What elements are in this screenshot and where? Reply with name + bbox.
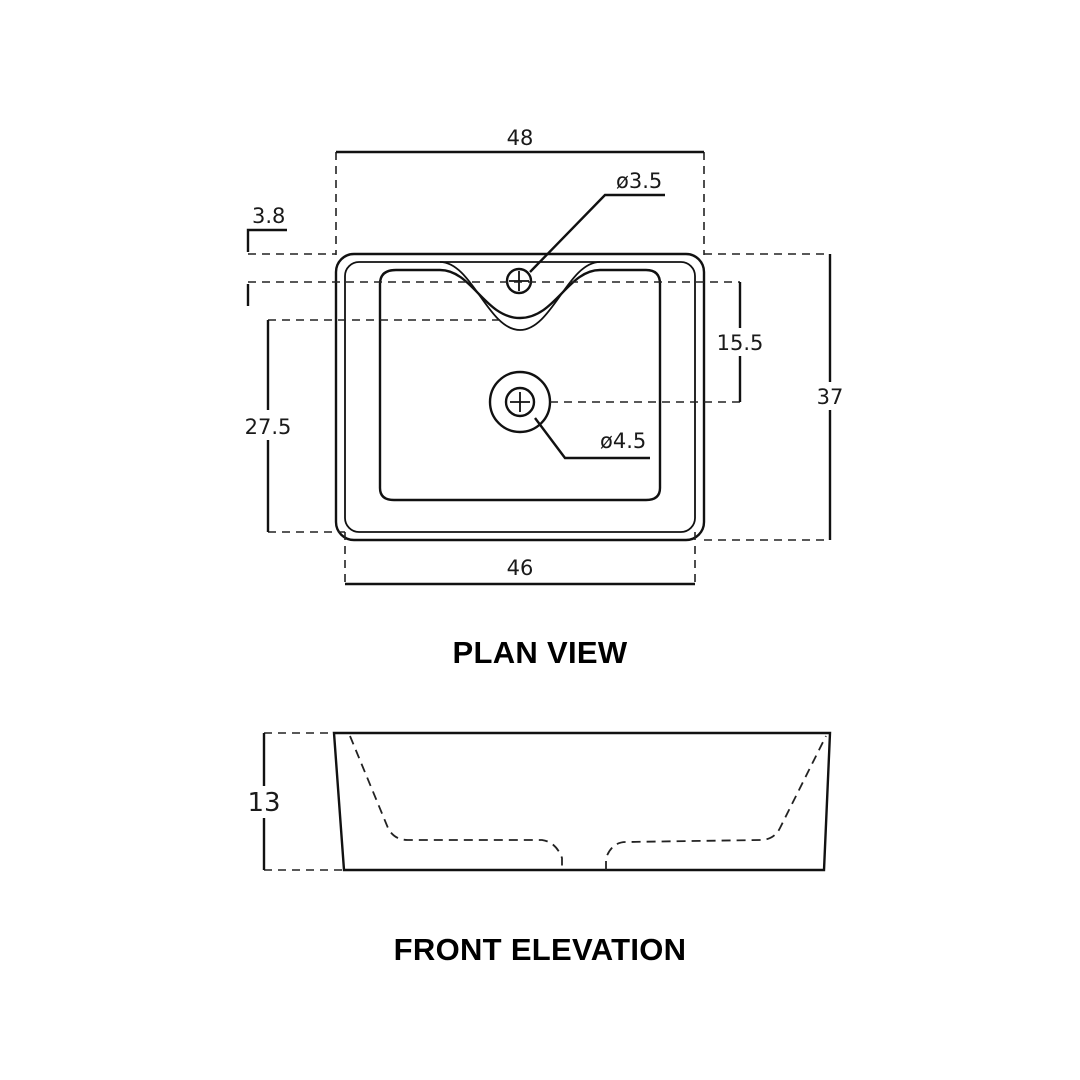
dim-label-37: 37 <box>817 385 844 409</box>
basin-bowl-outline <box>378 268 662 502</box>
front-elevation-caption: FRONT ELEVATION <box>394 932 687 967</box>
dim-label-46: 46 <box>507 556 534 580</box>
dim-label-tap-hole: ø3.5 <box>616 169 662 193</box>
dim-label-27-5: 27.5 <box>245 415 292 439</box>
tap-hole <box>505 267 533 295</box>
dim-label-drain: ø4.5 <box>600 429 646 453</box>
dim-label-15-5: 15.5 <box>717 331 764 355</box>
basin-outer-edge <box>334 252 706 542</box>
dim-label-background <box>812 382 848 410</box>
drain-inner <box>504 386 536 418</box>
plan-view-caption: PLAN VIEW <box>453 635 628 670</box>
dim-label-13: 13 <box>247 788 280 818</box>
basin-rim-edge <box>344 261 696 533</box>
dim-label-background <box>240 410 296 440</box>
dim-label-background <box>714 328 766 356</box>
dim-label-48: 48 <box>507 126 534 150</box>
dimension-line-3-8-top <box>246 228 287 252</box>
leader-drain <box>534 417 650 460</box>
dim-label-background <box>244 786 284 818</box>
plan-view: 48 ø3.5 ø4.5 3.8 27.5 <box>240 126 848 670</box>
dim-label-3-8: 3.8 <box>252 204 285 228</box>
basin-notch-inner <box>439 261 601 331</box>
basin-bowl-hidden-line <box>349 735 827 870</box>
leader-tap-hole <box>529 193 665 273</box>
basin-side-profile <box>332 731 832 872</box>
front-elevation: 13 FRONT ELEVATION <box>244 731 832 967</box>
